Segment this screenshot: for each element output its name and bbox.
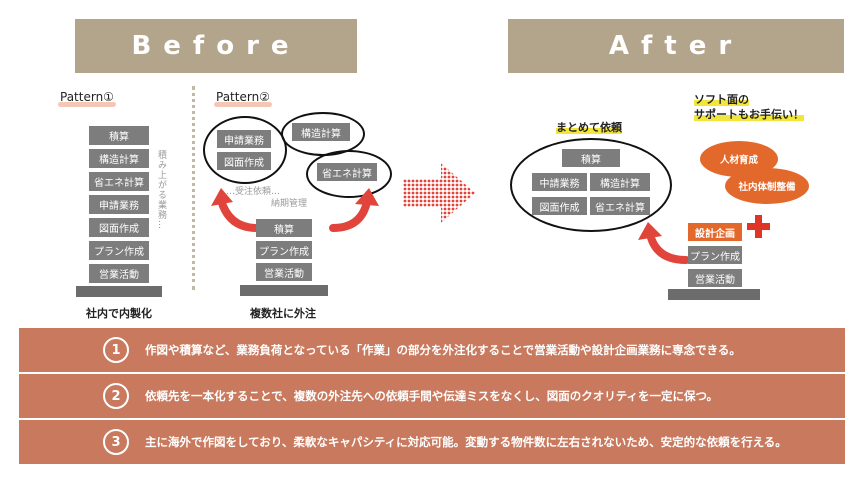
pattern1-base bbox=[76, 286, 162, 297]
ellipse-outsource-c bbox=[306, 150, 392, 198]
stack-block: 中請業務 bbox=[532, 173, 587, 191]
point-text: 依頼先を一本化することで、複数の外注先への依頼手間や伝達ミスをなくし、図面のクオ… bbox=[145, 389, 719, 403]
stack-block: 省エネ計算 bbox=[317, 163, 377, 181]
stack-block: 省エネ計算 bbox=[590, 197, 650, 215]
stack-block: 構造計算 bbox=[292, 123, 350, 141]
point-text: 作図や積算など、業務負荷となっている「作業」の部分を外注化することで営業活動や設… bbox=[145, 343, 741, 357]
stack-block: 構造計算 bbox=[89, 149, 149, 168]
before-title: Before bbox=[131, 31, 301, 61]
dotted-right-arrow-icon bbox=[403, 163, 475, 223]
stack-block: 営業活動 bbox=[89, 264, 149, 283]
stack-block: 省エネ計算 bbox=[89, 172, 149, 191]
point-band-3: 3 主に海外で作図をしており、柔軟なキャパシティに対応可能。変動する物件数に左右… bbox=[19, 420, 845, 464]
point-band-1: 1 作図や積算など、業務負荷となっている「作業」の部分を外注化することで営業活動… bbox=[19, 328, 845, 372]
pattern-divider bbox=[192, 86, 195, 290]
curved-arrow-icon bbox=[211, 188, 261, 232]
after-heading-left: まとめて依頼 bbox=[556, 121, 622, 134]
stack-block: 積算 bbox=[562, 149, 620, 167]
stack-block: 構造計算 bbox=[590, 173, 650, 191]
before-header: Before bbox=[75, 19, 357, 73]
after-header: After bbox=[508, 19, 844, 73]
stack-block: プラン作成 bbox=[688, 246, 742, 264]
stack-block: 積算 bbox=[89, 126, 149, 145]
stack-block-highlight: 設計企画 bbox=[688, 223, 742, 241]
stack-block: 申請業務 bbox=[89, 195, 149, 214]
pattern1-caption: 社内で内製化 bbox=[86, 307, 152, 320]
point-text: 主に海外で作図をしており、柔軟なキャパシティに対応可能。変動する物件数に左右され… bbox=[145, 435, 787, 449]
bubble-structure: 社内体制整備 bbox=[725, 168, 809, 204]
ellipse-outsource-a bbox=[203, 116, 287, 184]
point-number: 3 bbox=[103, 429, 129, 455]
pattern2-base bbox=[240, 285, 328, 296]
ghost-note: 納期管理 bbox=[271, 199, 308, 209]
point-number: 1 bbox=[103, 337, 129, 363]
after-heading-right-line2: サポートもお手伝い！ bbox=[694, 108, 804, 121]
stack-block: 営業活動 bbox=[256, 263, 312, 281]
stack-block: 図面作成 bbox=[532, 197, 587, 215]
stack-block: 積算 bbox=[256, 219, 312, 237]
stack-block: 図面作成 bbox=[89, 218, 149, 237]
pattern1-label: Pattern① bbox=[58, 90, 116, 107]
after-base bbox=[668, 289, 760, 300]
pattern1-vertical-note: 積み上がる業務… bbox=[156, 150, 166, 230]
curved-arrow-icon bbox=[638, 222, 690, 264]
stack-block: 申請業務 bbox=[217, 130, 271, 148]
curved-arrow-icon bbox=[329, 188, 379, 232]
stack-block: 図面作成 bbox=[217, 152, 271, 170]
stack-block: プラン作成 bbox=[256, 241, 312, 259]
pattern2-caption: 複数社に外注 bbox=[250, 307, 316, 320]
after-ellipse bbox=[510, 138, 672, 232]
after-heading-right-line1: ソフト面の bbox=[694, 93, 749, 106]
after-heading-right: ソフト面の サポートもお手伝い！ bbox=[694, 92, 804, 122]
stack-block: 営業活動 bbox=[688, 269, 742, 287]
pattern2-label: Pattern② bbox=[214, 90, 272, 107]
ghost-note: …受注依頼… bbox=[226, 187, 281, 197]
point-number: 2 bbox=[103, 383, 129, 409]
point-band-2: 2 依頼先を一本化することで、複数の外注先への依頼手間や伝達ミスをなくし、図面の… bbox=[19, 374, 845, 418]
after-title: After bbox=[608, 31, 744, 61]
stack-block: プラン作成 bbox=[89, 241, 149, 260]
